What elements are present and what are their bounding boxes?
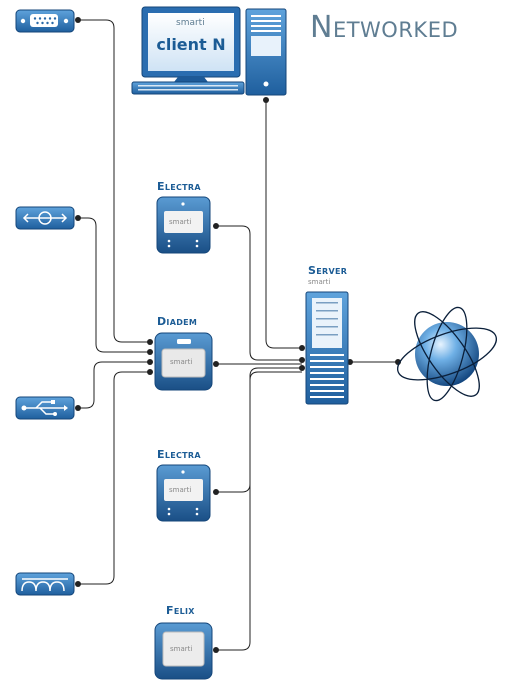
connection-lines	[78, 19, 398, 651]
connector-dot	[75, 405, 81, 411]
globe-network-icon	[397, 306, 497, 402]
client-computer-icon	[131, 6, 287, 96]
diadem-brand: smarti	[170, 358, 193, 366]
electra-top-device	[156, 196, 211, 254]
line-usb	[78, 361, 150, 409]
line-ethernet	[78, 217, 150, 353]
connector-dot	[75, 17, 81, 23]
page-title: Networked	[310, 10, 459, 45]
connector-dot	[213, 223, 219, 229]
connector-dot	[213, 647, 219, 653]
electra-top-brand: smarti	[169, 218, 192, 226]
electra-bottom-label: Electra	[157, 448, 201, 461]
coil-antenna-icon	[15, 572, 75, 596]
connector-markers	[75, 17, 401, 653]
connector-dot	[299, 357, 305, 363]
connector-dot	[147, 349, 153, 355]
connector-dot	[75, 581, 81, 587]
line-serial	[78, 19, 150, 343]
connector-dot	[213, 361, 219, 367]
connector-dot	[147, 359, 153, 365]
line-electra-top	[216, 225, 302, 361]
usb-icon	[15, 396, 75, 420]
connector-dot	[213, 489, 219, 495]
electra-top-label: Electra	[157, 180, 201, 193]
felix-brand: smarti	[170, 645, 193, 653]
server-tower-icon	[305, 291, 349, 405]
connector-dot	[263, 97, 269, 103]
diadem-device	[154, 332, 213, 391]
felix-device	[154, 622, 213, 680]
connector-dot	[299, 365, 305, 371]
ethernet-icon	[15, 206, 75, 230]
connector-dot	[147, 339, 153, 345]
server-brand: smarti	[308, 278, 331, 286]
client-name: client N	[156, 35, 226, 54]
server-label: Server	[308, 264, 348, 277]
connector-dot	[299, 345, 305, 351]
connector-dot	[75, 215, 81, 221]
electra-bottom-device	[156, 464, 211, 522]
electra-bottom-brand: smarti	[169, 486, 192, 494]
client-brand: smarti	[176, 18, 205, 28]
line-felix	[216, 371, 302, 651]
diadem-label: Diadem	[157, 315, 198, 328]
line-coil	[78, 371, 150, 585]
connector-dot	[147, 369, 153, 375]
serial-port-icon	[15, 9, 75, 33]
line-electra-bottom	[216, 367, 302, 493]
line-client	[265, 100, 302, 349]
felix-label: Felix	[166, 604, 195, 617]
